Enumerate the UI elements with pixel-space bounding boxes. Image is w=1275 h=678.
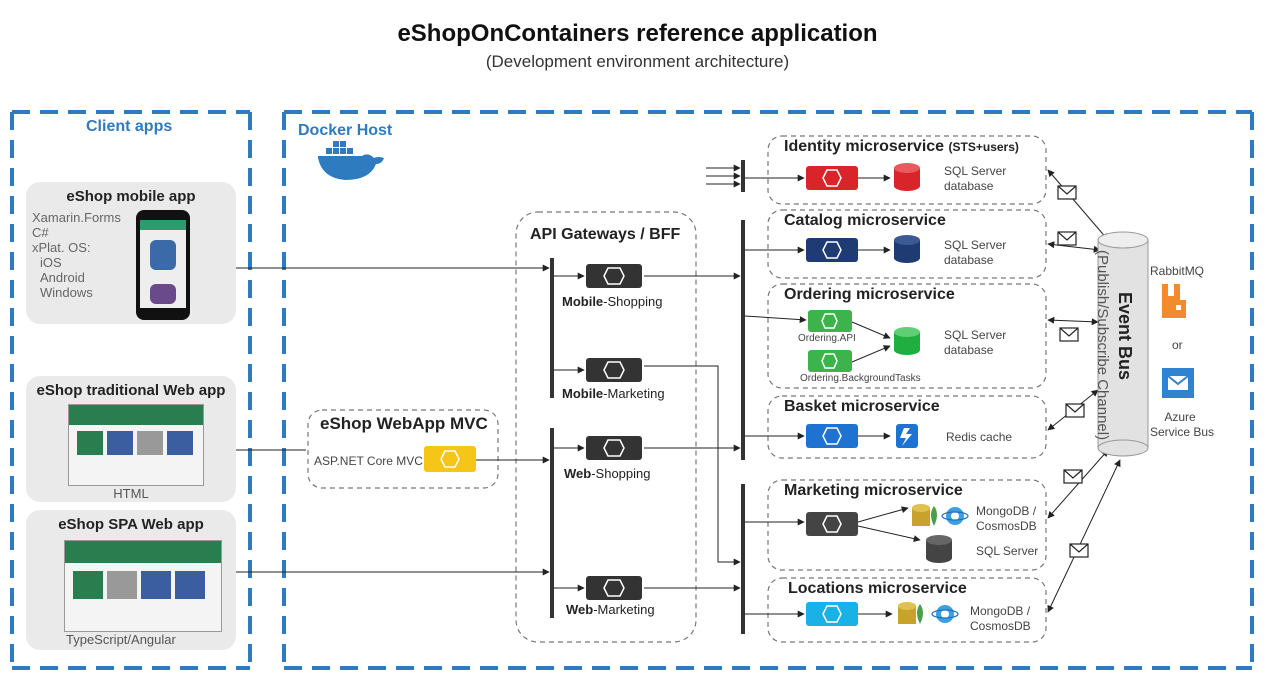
ordering-api-container-icon: [808, 310, 852, 332]
envelope-icon: [1057, 231, 1077, 246]
locations-mongodb-icon: [898, 602, 923, 624]
marketing-db1-label: MongoDB /CosmosDB: [976, 504, 1037, 533]
docker-host-heading: Docker Host: [298, 122, 393, 139]
services-bar-bottom: [741, 484, 745, 634]
gateway-icon-web-shopping: [586, 436, 642, 460]
gateway-bar-mobile: [550, 258, 554, 398]
webapp-mvc-box: [307, 409, 499, 489]
event-bus-subtitle: (Publish/Subscribe Channel): [1094, 250, 1111, 441]
gateway-icon-mobile-shopping: [586, 264, 642, 288]
gateway-label-mobile-marketing: Mobile-Marketing: [562, 386, 665, 401]
envelope-icon: [1065, 403, 1085, 418]
rabbitmq-label: RabbitMQ: [1150, 264, 1205, 278]
marketing-box: [767, 479, 1047, 571]
ordering-db-icon: [894, 327, 920, 355]
mobile-app-tech: Xamarin.Forms C# xPlat. OS: iOS Android …: [32, 210, 121, 300]
traditional-web-card: eShop traditional Web app HTML: [26, 376, 236, 502]
client-apps-container: [10, 110, 252, 670]
gateway-label-web-marketing: Web-Marketing: [566, 602, 655, 617]
api-gateways-title: API Gateways / BFF: [530, 226, 681, 243]
ordering-api-label: Ordering.API: [798, 333, 856, 344]
gateway-label-web-shopping: Web-Shopping: [564, 466, 651, 481]
redis-icon: [896, 424, 918, 448]
marketing-sql-db-icon: [926, 535, 952, 563]
docker-host-container: [282, 110, 1254, 670]
catalog-title: Catalog microservice: [784, 212, 946, 229]
marketing-db2-label: SQL Server: [976, 544, 1039, 558]
mvc-container-icon: [424, 446, 476, 472]
ordering-box: [767, 283, 1047, 389]
rabbitmq-icon: [1162, 284, 1186, 318]
gateway-icon-mobile-marketing: [586, 358, 642, 382]
envelope-icon: [1059, 327, 1079, 342]
locations-title: Locations microservice: [788, 580, 967, 597]
catalog-box: [767, 209, 1047, 279]
api-gateways-box: [515, 211, 697, 643]
marketing-container-icon: [806, 512, 858, 536]
webapp-mvc-title: eShop WebApp MVC: [320, 414, 488, 433]
gateway-bar-web: [550, 428, 554, 618]
container-icons: [424, 166, 858, 626]
envelope-icon: [1063, 469, 1083, 484]
spa-web-caption: TypeScript/Angular: [66, 632, 176, 647]
phone-mockup: [136, 210, 190, 320]
basket-title: Basket microservice: [784, 398, 940, 415]
gateway-icon-web-marketing: [586, 576, 642, 600]
locations-box: [767, 577, 1047, 643]
identity-bar: [741, 160, 745, 192]
mobile-app-card: eShop mobile app Xamarin.Forms C# xPlat.…: [26, 182, 236, 324]
identity-title: Identity microservice (STS+users): [784, 138, 1019, 155]
spa-web-card: eShop SPA Web app TypeScript/Angular: [26, 510, 236, 650]
basket-box: [767, 395, 1047, 459]
locations-container-icon: [806, 602, 858, 626]
docker-whale-icon: [318, 141, 384, 180]
ordering-bg-label: Ordering.BackgroundTasks: [800, 373, 921, 384]
webapp-mvc-tech: ASP.NET Core MVC: [314, 454, 423, 468]
spa-browser-mockup: [64, 540, 222, 632]
ordering-title: Ordering microservice: [784, 286, 955, 303]
azure-service-bus-icon: [1162, 368, 1194, 398]
event-bus-cylinder: [1097, 231, 1149, 457]
page-title: eShopOnContainers reference application: [397, 20, 878, 47]
page-subtitle: (Development environment architecture): [485, 52, 790, 71]
catalog-db-icon: [894, 235, 920, 263]
identity-container-icon: [806, 166, 858, 190]
or-label: or: [1172, 338, 1183, 352]
databases: [894, 163, 969, 624]
identity-box: [767, 135, 1047, 205]
envelope-icon: [1069, 543, 1089, 558]
traditional-web-title: eShop traditional Web app: [36, 382, 226, 399]
basket-db-label: Redis cache: [946, 430, 1013, 444]
mobile-app-title: eShop mobile app: [66, 188, 196, 205]
identity-db-icon: [894, 163, 920, 191]
phone-screen: [140, 220, 186, 308]
client-apps-heading: Client apps: [86, 118, 173, 135]
basket-container-icon: [806, 424, 858, 448]
gateway-label-mobile-shopping: Mobile-Shopping: [562, 294, 663, 309]
mongodb-icon: [912, 504, 937, 526]
envelope-icon: [1057, 185, 1077, 200]
services-bar-top: [741, 220, 745, 460]
traditional-web-caption: HTML: [113, 486, 149, 501]
event-bus-title: Event Bus: [1115, 292, 1135, 381]
browser-mockup: [68, 404, 204, 486]
cosmosdb-icon: [941, 507, 969, 525]
locations-db-label: MongoDB /CosmosDB: [970, 604, 1031, 633]
spa-web-title: eShop SPA Web app: [58, 516, 204, 533]
marketing-title: Marketing microservice: [784, 482, 963, 499]
locations-cosmosdb-icon: [931, 605, 959, 623]
catalog-container-icon: [806, 238, 858, 262]
ordering-bg-container-icon: [808, 350, 852, 372]
